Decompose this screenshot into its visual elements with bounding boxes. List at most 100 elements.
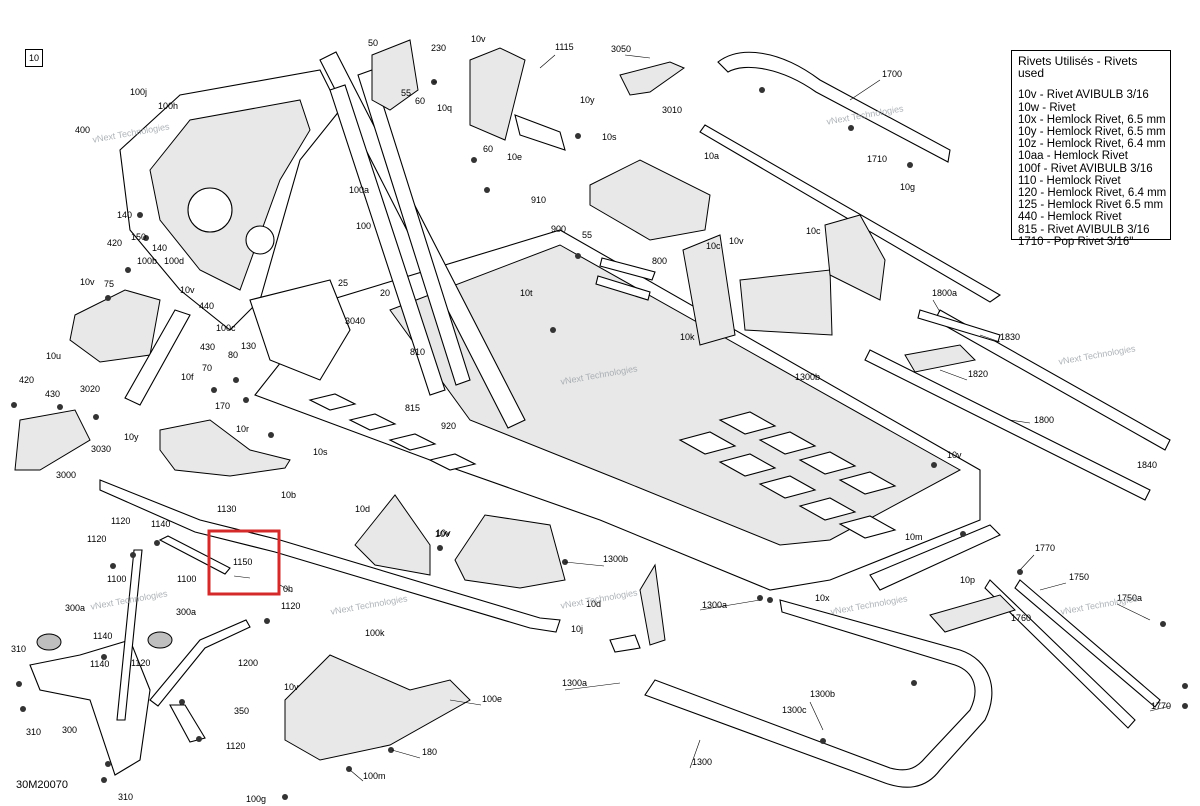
- part-10e: [514, 114, 566, 151]
- part-label: 3030: [91, 444, 111, 454]
- fasteners: [11, 79, 1188, 800]
- legend-item: 10w - Rivet: [1018, 101, 1076, 114]
- part-label: 815: [405, 403, 420, 413]
- plate-10b: [159, 419, 291, 477]
- leader-line: [1019, 554, 1035, 571]
- legend-item: 10y - Hemlock Rivet, 6.5 mm: [1018, 126, 1166, 139]
- part-label: 430: [45, 389, 60, 399]
- leader-line: [1009, 419, 1031, 424]
- leader-line: [539, 54, 556, 69]
- part-label: 3000: [56, 470, 76, 480]
- part-label: 910: [531, 195, 546, 205]
- part-label: 1140: [93, 631, 112, 641]
- part-label: 70: [202, 363, 212, 373]
- part-label: 430: [200, 342, 215, 352]
- leader-line: [689, 739, 701, 769]
- part-label: 1820: [968, 369, 988, 379]
- part-label: 1100: [177, 574, 196, 584]
- part-label: 1700: [882, 69, 902, 79]
- leader-line: [564, 682, 621, 691]
- legend-item: 1710 - Pop Rivet 3/16": [1018, 235, 1134, 248]
- part-label: 100: [356, 221, 371, 231]
- part-label: 100h: [158, 101, 178, 111]
- part-label: 10y: [580, 95, 595, 105]
- legend-item: 10aa - Hemlock Rivet: [1018, 150, 1128, 163]
- part-label: 310: [11, 644, 26, 654]
- part-label: 10v: [80, 277, 95, 287]
- bracket-10f: [124, 309, 191, 406]
- part-label: 1750a: [1117, 593, 1142, 603]
- part-label: 1120: [111, 516, 130, 526]
- part-label: 55: [582, 230, 592, 240]
- part-label: 440: [199, 301, 214, 311]
- leader-line: [932, 299, 941, 313]
- part-label: 1300b: [810, 689, 835, 699]
- part-label: 920: [441, 421, 456, 431]
- bracket-10d-b: [454, 514, 566, 589]
- page-number-box: 10: [25, 49, 43, 67]
- part-label: 230: [431, 43, 446, 53]
- rail-10g: [699, 124, 1002, 303]
- leader-line: [1039, 582, 1067, 591]
- part-label: 3040: [345, 316, 365, 326]
- part-label: 1800: [1034, 415, 1054, 425]
- part-label: 10c: [806, 226, 821, 236]
- part-label: 1840: [1137, 460, 1157, 470]
- rail-1800a: [917, 309, 1001, 343]
- part-label: 10v: [435, 529, 450, 539]
- legend-item: 10v - Rivet AVIBULB 3/16: [1018, 89, 1149, 102]
- part-label: 10q: [437, 103, 452, 113]
- leader-line: [349, 769, 364, 782]
- part-label: 1140: [90, 659, 109, 669]
- part-label: 100e: [482, 694, 502, 704]
- part-label: 180: [422, 747, 437, 757]
- part-label: 75: [104, 279, 114, 289]
- part-label: 140: [117, 210, 132, 220]
- bracket-10u: [69, 289, 161, 363]
- part-label: 130: [241, 341, 256, 351]
- part-label: 1710: [867, 154, 887, 164]
- legend-item: 110 - Hemlock Rivet: [1018, 174, 1121, 187]
- part-label: 1150: [233, 557, 252, 567]
- part-label: 1300c: [782, 705, 807, 715]
- part-10q: [469, 47, 526, 141]
- leader-line: [1116, 603, 1151, 621]
- bumper-1300: [644, 599, 993, 788]
- legend-item: 10z - Hemlock Rivet, 6.4 mm: [1018, 138, 1166, 151]
- bar-800: [595, 257, 656, 301]
- legend-item: 125 - Hemlock Rivet 6.5 mm: [1018, 199, 1164, 212]
- steering-tubes: [319, 51, 526, 429]
- bracket-10c-b: [739, 269, 833, 336]
- part-label: 10e: [507, 152, 522, 162]
- part-label: 10s: [313, 447, 328, 457]
- leader-line: [279, 584, 293, 593]
- part-label: 100m: [363, 771, 386, 781]
- rod-1100: [158, 535, 231, 575]
- part-label: 1200: [238, 658, 258, 668]
- leader-line: [809, 701, 824, 731]
- leader-line: [233, 575, 251, 579]
- part-label: 80: [228, 350, 238, 360]
- part-label: 10v: [436, 528, 451, 538]
- part-label: 100j: [130, 87, 147, 97]
- part-3010: [619, 61, 686, 96]
- part-label: 1760: [1011, 613, 1031, 623]
- part-label: 10c: [706, 241, 721, 251]
- part-label: 10m: [905, 532, 923, 542]
- leader-line: [939, 369, 968, 381]
- legend-title: Rivets Utilisés - Rivets used: [1018, 54, 1138, 81]
- part-label: 10p: [960, 575, 975, 585]
- part-label: 0h: [283, 584, 293, 594]
- part-label: 1300b: [603, 554, 628, 564]
- part-label: 10r: [236, 424, 249, 434]
- part-label: 100c: [216, 323, 236, 333]
- part-label: 55: [401, 88, 411, 98]
- part-label: 150: [131, 232, 146, 242]
- part-label: 10v: [180, 285, 195, 295]
- part-label: 1300: [692, 757, 712, 767]
- part-label: 3020: [80, 384, 100, 394]
- part-label: 1100: [107, 574, 126, 584]
- part-label: 10v: [471, 34, 486, 44]
- spindle-assembly: [29, 549, 251, 776]
